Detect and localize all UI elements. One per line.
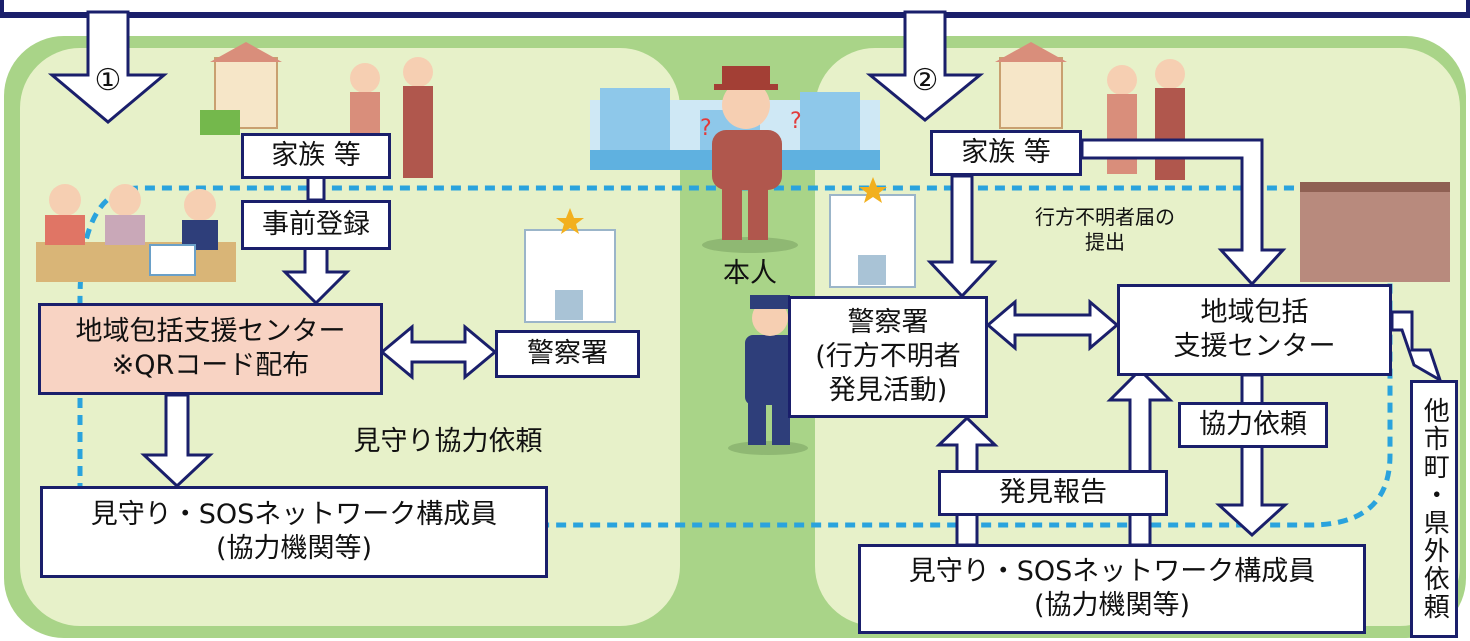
top-banner-inner [4,0,1466,12]
police-label-left: 警察署 [527,338,608,370]
other-city-label: 他市町・県外依頼 [1419,397,1450,621]
police-box-left: 警察署 [495,330,640,378]
network-right-line1: 見守り・SOSネットワーク構成員 [908,556,1316,588]
arrow-register-to-center [281,246,351,306]
police-box-right: 警察署 (行方不明者 発見活動) [788,296,988,418]
network-box-right: 見守り・SOSネットワーク構成員 (協力機関等) [858,544,1366,634]
police-right-line2: (行方不明者 [815,341,961,373]
network-dotted-line [77,185,1393,528]
watch-request-label: 見守り協力依頼 [353,426,543,457]
house-illustration-right [995,42,1067,129]
arrow-family-to-police-right [926,174,998,299]
person-illustration: ? ? [700,66,802,253]
preregistration-label: 事前登録 [262,209,370,241]
network-right-line2: (協力機関等) [1033,590,1191,621]
family-label-right: 家族 等 [961,137,1051,169]
section1-number: ① [95,63,122,98]
other-city-box: 他市町・県外依頼 [1410,380,1458,638]
police-building-right [829,177,916,288]
discovery-report-label: 発見報告 [999,477,1107,509]
arrow-1 [47,10,169,124]
arrow-2 [865,10,985,122]
svg-text:?: ? [790,109,802,134]
support-center-box-right: 地域包括 支援センター [1117,284,1392,376]
support-center-right-line2: 支援センター [1173,331,1336,362]
support-center-line1: 地域包括支援センター [75,316,346,348]
missing-report-label: 行方不明者届の 提出 [1005,205,1205,255]
network-left-line2: (協力機関等) [215,533,373,564]
cooperation-label: 協力依頼 [1199,409,1307,441]
arrow-family-to-center-right [1080,138,1287,287]
police-officer-illustration [728,295,808,455]
person-label: 本人 [723,258,777,289]
discovery-report-box: 発見報告 [938,470,1168,516]
family-label-left: 家族 等 [271,140,361,172]
arrow-center-to-network-left [140,393,214,489]
support-center-line2: ※QRコード配布 [111,350,310,381]
missing-report-line1: 行方不明者届の [1035,205,1175,229]
support-center-box-left: 地域包括支援センター ※QRコード配布 [38,303,383,395]
family-illustration-right [1107,59,1185,180]
preregistration-box: 事前登録 [241,200,391,250]
house-illustration-left [200,42,282,135]
cooperation-box: 協力依頼 [1178,402,1328,448]
family-box-right: 家族 等 [930,130,1082,176]
support-center-right-line1: 地域包括 [1200,297,1309,329]
police-right-line3: 発見活動) [828,374,948,406]
network-box-left: 見守り・SOSネットワーク構成員 (協力機関等) [40,486,548,578]
missing-report-line2: 提出 [1085,230,1125,254]
police-building-left [524,208,616,323]
city-hall-illustration [1300,182,1450,282]
arrow-network-to-center-report [1106,367,1174,547]
section2-number: ② [912,63,939,98]
network-left-line1: 見守り・SOSネットワーク構成員 [90,499,498,531]
police-right-line1: 警察署 [847,307,929,339]
svg-text:?: ? [700,116,712,141]
meeting-illustration [36,184,236,282]
arrow-center-to-network-right [1215,373,1289,538]
family-box-left: 家族 等 [241,133,391,179]
